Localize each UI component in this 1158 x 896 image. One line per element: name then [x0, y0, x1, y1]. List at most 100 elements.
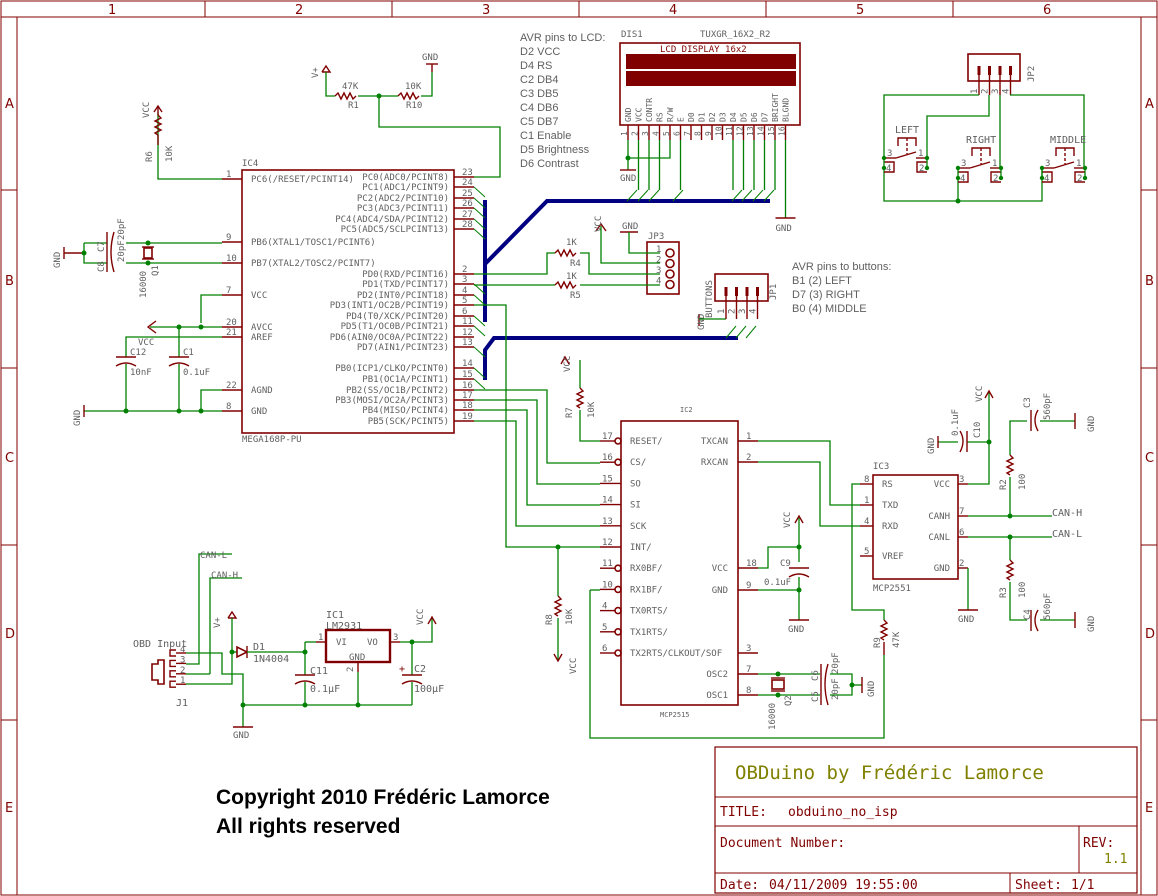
bus-entry — [731, 189, 743, 202]
c11-value: 0.1µF — [310, 684, 340, 695]
ic2-pin-label: OSC1 — [706, 691, 728, 701]
jp2-pin[interactable] — [988, 66, 991, 75]
r10-value: 10K — [405, 82, 422, 92]
ic4-value: MEGA168P-PU — [242, 435, 302, 445]
ic3-vcc-label: VCC — [975, 386, 985, 402]
c3-name: C3 — [1023, 397, 1033, 408]
lcd-note-line: C1 Enable — [520, 130, 571, 142]
r3-value: 100 — [1018, 582, 1028, 598]
jp2-pin[interactable] — [977, 66, 981, 75]
bus-entry — [473, 228, 486, 240]
jp1-pin[interactable] — [724, 287, 728, 296]
q1-value: 16000 — [139, 271, 149, 298]
ic3-pin-number: 7 — [959, 507, 964, 517]
ic2-pin-number: 14 — [602, 496, 613, 506]
jp2-pin[interactable] — [1009, 66, 1012, 75]
ic4-pin-number: 23 — [462, 168, 473, 178]
c6-name: C6 — [811, 670, 821, 681]
jp3-pin-socket[interactable] — [665, 279, 675, 290]
ic4-pin-label: PC2(ADC2/PCINT10) — [357, 194, 449, 204]
j1-pin[interactable] — [169, 649, 176, 657]
ic4-pin-label: PD7(AIN1/PCINT23) — [357, 343, 449, 353]
lcd-note-line: C2 DB4 — [520, 74, 559, 86]
r6-name: R6 — [145, 151, 155, 162]
r9-name: R9 — [873, 637, 883, 648]
lcd-pin-label: E — [677, 117, 686, 122]
c2-value: 100µF — [414, 684, 444, 695]
ic3-pin-number: 3 — [959, 475, 964, 485]
ic2-pin-number: 15 — [602, 474, 613, 484]
jp3-pin-socket[interactable] — [665, 248, 675, 258]
lcd-pin-label: BRIGHT — [771, 93, 780, 122]
lcd-pin-label: D6 — [750, 112, 759, 122]
switch-pin-number: 4 — [1044, 174, 1049, 184]
lcd-value: TUXGR_16X2_R2 — [700, 30, 770, 40]
lcd-pin-label: D4 — [729, 112, 738, 122]
ic2-pin-label: RESET/ — [630, 437, 663, 447]
bus-entry — [473, 367, 486, 379]
j1-name: J1 — [176, 698, 188, 709]
title-value: obduino_no_isp — [788, 805, 898, 820]
grid-row-a: A — [5, 97, 14, 112]
ic2-pin-number: 9 — [746, 581, 751, 591]
ic4-gnd-label: GND — [73, 410, 83, 426]
ic1-value: LM2931 — [326, 621, 362, 632]
ic4-pin-number: 16 — [462, 381, 473, 391]
r4-name: R4 — [570, 259, 581, 269]
jp3-pin-socket[interactable] — [665, 258, 675, 269]
r4-value: 1K — [566, 238, 577, 248]
ic3-pin-label: CANL — [928, 533, 950, 543]
grid-row-e: E — [5, 801, 13, 816]
c9-value: 0.1uF — [764, 578, 791, 588]
lcd-pin-number: 13 — [746, 126, 755, 136]
lcd-wire — [627, 140, 671, 159]
j1-canh-label: CAN-H — [211, 571, 238, 581]
r10-name: R10 — [406, 101, 422, 111]
lcd-pin-number: 7 — [683, 131, 692, 136]
ic4-pin-label: PB5(SCK/PCINT5) — [368, 417, 449, 427]
jp1-pin[interactable] — [735, 287, 738, 296]
lcd-display[interactable]: DIS1 TUXGR_16X2_R2 LCD DISPLAY 16x2 GND1… — [619, 30, 801, 234]
bus-entry — [473, 315, 486, 327]
ic2-pin-label: TX1RTS/ — [630, 628, 668, 638]
bus-entry — [648, 189, 660, 202]
jp3-pin-number: 3 — [656, 266, 661, 276]
jp3-pin-socket[interactable] — [665, 269, 675, 279]
c7-value: 20pF — [117, 218, 127, 240]
lcd-note-line: C5 DB7 — [520, 116, 559, 128]
jp1-pin[interactable] — [756, 287, 759, 296]
ic4-pin-label: PB0(ICP1/CLKO/PCINT0) — [335, 364, 449, 374]
j1-pin-number: 4 — [180, 645, 185, 655]
j1-pin[interactable] — [169, 659, 176, 668]
ic2-pin-number: 10 — [602, 580, 613, 590]
j1-pin[interactable] — [169, 670, 176, 678]
j1-pin[interactable] — [169, 680, 176, 688]
ic4-pin-number: 18 — [462, 401, 473, 411]
c4-name: C4 — [1023, 609, 1033, 620]
ic3-pin-label: TXD — [882, 501, 898, 511]
lcd-note-line: AVR pins to LCD: — [520, 32, 605, 44]
jp2-pin[interactable] — [998, 66, 1002, 75]
ic3-pin-number: 4 — [864, 517, 869, 527]
ic2-pin-number: 12 — [602, 538, 613, 548]
r7-value: 10K — [587, 401, 597, 418]
grid-row-c: C — [5, 451, 14, 466]
bus-entry — [473, 378, 486, 390]
switch-label: RIGHT — [966, 135, 996, 146]
r2-name: R2 — [999, 479, 1009, 490]
lcd-gnd-label: GND — [620, 174, 636, 184]
grid-col-1: 1 — [108, 3, 116, 18]
ic4-pin-number: 10 — [226, 254, 237, 264]
jp1-pin[interactable] — [745, 287, 749, 296]
